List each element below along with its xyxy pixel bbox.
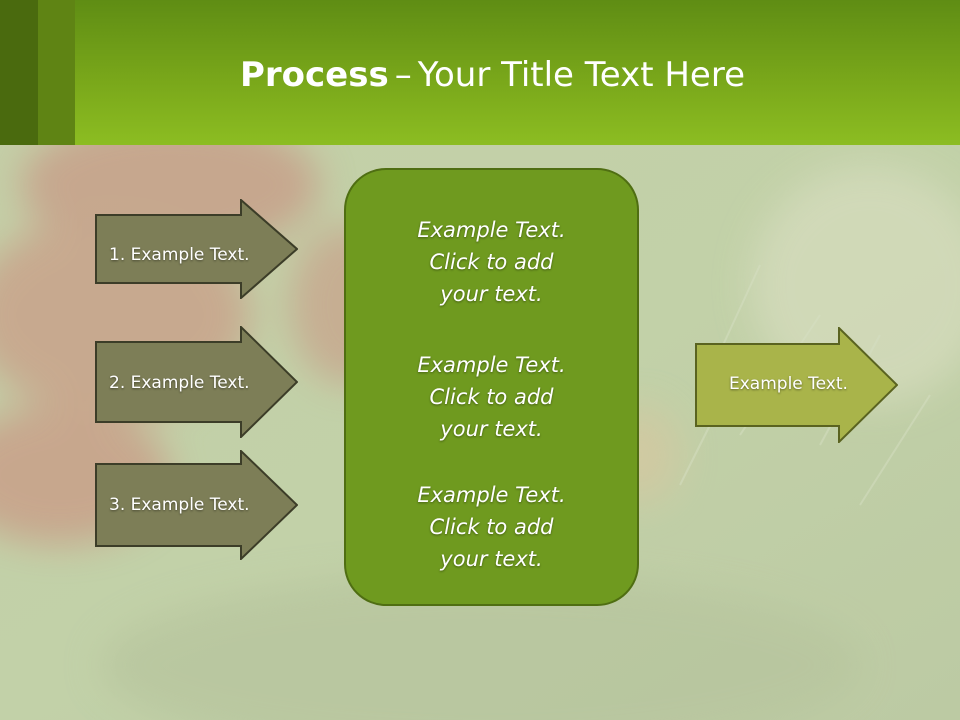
block-line: your text. — [440, 282, 543, 306]
block-line: Example Text. — [417, 218, 566, 242]
center-text-block-3: Example Text. Click to add your text. — [346, 479, 637, 575]
block-line: Click to add — [429, 250, 554, 274]
center-text-box[interactable]: Example Text. Click to add your text. Ex… — [344, 168, 639, 606]
arrow-shape — [95, 199, 298, 299]
step-arrow-2[interactable]: 2. Example Text. — [95, 326, 298, 438]
header-stripe-dark — [0, 0, 38, 145]
block-line: Example Text. — [417, 353, 566, 377]
block-line: Example Text. — [417, 483, 566, 507]
slide-title[interactable]: Process–Your Title Text Here — [0, 52, 960, 98]
arrow-shape — [695, 327, 898, 443]
step-arrow-1[interactable]: 1. Example Text. — [95, 199, 298, 299]
result-arrow[interactable]: Example Text. — [695, 327, 898, 443]
header-band: Process–Your Title Text Here — [0, 0, 960, 145]
title-bold: Process — [239, 55, 389, 95]
arrow-shape — [95, 450, 298, 560]
block-line: your text. — [440, 417, 543, 441]
center-text-block-2: Example Text. Click to add your text. — [346, 349, 637, 445]
step-arrow-3[interactable]: 3. Example Text. — [95, 450, 298, 560]
step-label: 1. Example Text. — [109, 245, 250, 265]
block-line: Click to add — [429, 385, 554, 409]
title-rest: Your Title Text Here — [417, 55, 745, 95]
block-line: your text. — [440, 547, 543, 571]
block-line: Click to add — [429, 515, 554, 539]
result-label: Example Text. — [729, 374, 848, 394]
center-text-block-1: Example Text. Click to add your text. — [346, 214, 637, 310]
arrow-shape — [95, 326, 298, 438]
title-dash: – — [394, 55, 412, 95]
header-stripe-mid — [38, 0, 75, 145]
step-label: 2. Example Text. — [109, 373, 250, 393]
step-label: 3. Example Text. — [109, 495, 250, 515]
